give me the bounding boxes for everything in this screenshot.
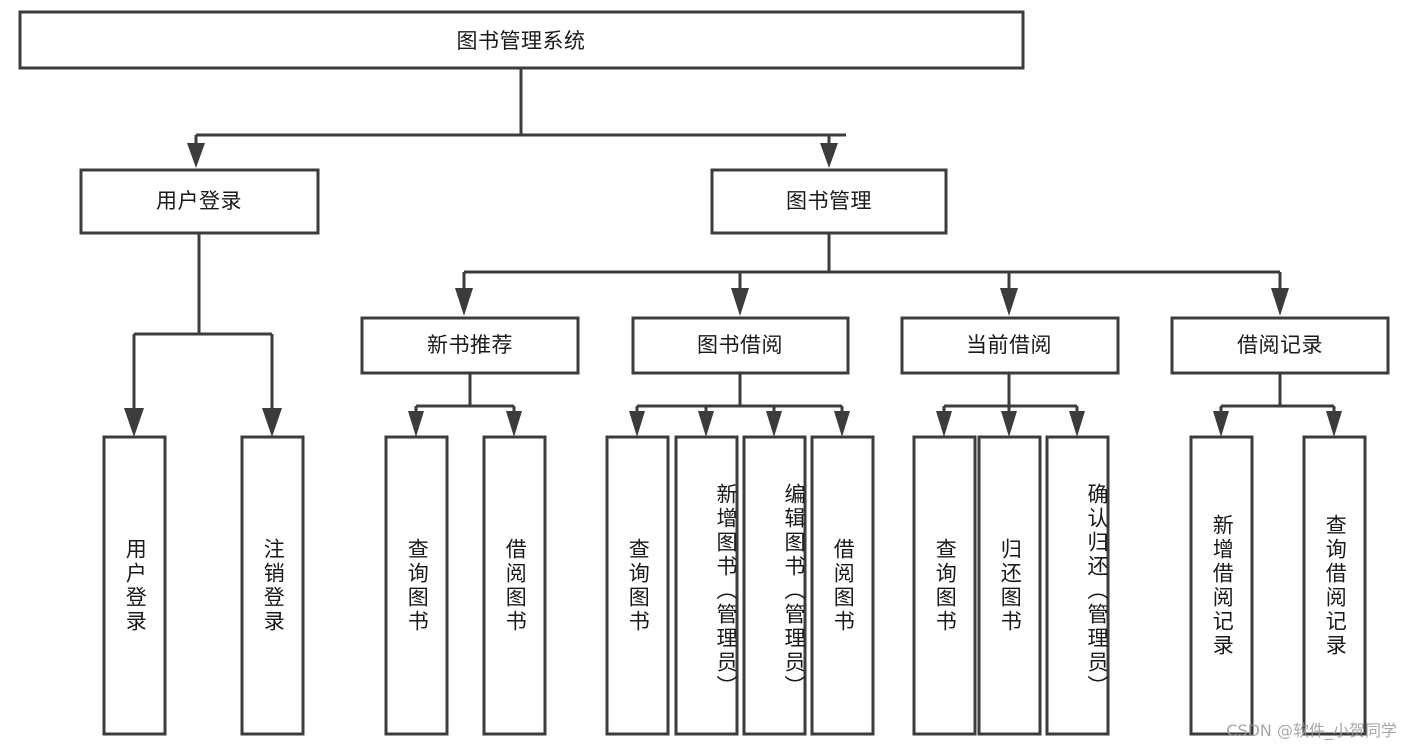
leaf-box-borrow-book-1[interactable] [482, 435, 547, 736]
arrow-head-icon [262, 408, 282, 437]
arrow-head-icon [629, 411, 645, 437]
node-root-label: 图书管理系统 [457, 29, 586, 53]
leaf-box-confirm-return-admin[interactable] [1045, 435, 1110, 736]
connector-root-to-level2 [187, 68, 846, 168]
node-book-management-box[interactable] [710, 168, 948, 235]
connector-user-login-to-leaves [124, 233, 282, 437]
node-current-borrow[interactable]: 当前借阅 [900, 316, 1120, 375]
node-new-book-recommend[interactable]: 新书推荐 [360, 316, 580, 375]
node-user-login-label: 用户登录 [156, 189, 242, 213]
node-book-borrow-label: 图书借阅 [697, 333, 783, 357]
connector-book-mgmt-to-level3 [455, 233, 1289, 316]
leaf-box-add-book-admin[interactable] [674, 435, 739, 736]
arrow-head-icon [1000, 288, 1018, 316]
arrow-head-icon [731, 288, 749, 316]
arrow-head-icon [1069, 411, 1085, 437]
node-book-borrow-box[interactable] [631, 316, 850, 375]
node-book-management[interactable]: 图书管理 [710, 168, 948, 235]
node-borrow-record[interactable]: 借阅记录 [1170, 316, 1390, 375]
arrow-head-icon [455, 288, 473, 316]
node-root-system[interactable]: 图书管理系统 [18, 10, 1025, 70]
arrow-head-icon [187, 143, 205, 168]
leaf-box-borrow-book-2[interactable] [810, 435, 875, 736]
leaf-box-logout[interactable] [240, 435, 305, 736]
arrow-head-icon [1213, 411, 1229, 437]
node-book-management-label: 图书管理 [786, 189, 872, 213]
csdn-watermark: CSDN @软件_小贺同学 [1226, 721, 1397, 740]
connector-new-book-to-leaves [408, 373, 522, 437]
node-root-box[interactable] [18, 10, 1025, 70]
connector-current-borrow-to-leaves [936, 373, 1085, 437]
leaf-box-query-book-1[interactable] [384, 435, 449, 736]
node-user-login-box[interactable] [79, 168, 320, 235]
arrow-head-icon [1001, 411, 1017, 437]
leaf-box-add-borrow-record[interactable] [1189, 435, 1254, 736]
leaf-box-query-book-3[interactable] [912, 435, 977, 736]
arrow-head-icon [698, 411, 714, 437]
leaf-box-edit-book-admin[interactable] [742, 435, 807, 736]
node-new-book-recommend-box[interactable] [360, 316, 580, 375]
connector-book-borrow-to-leaves [629, 373, 850, 437]
leaf-box-return-book[interactable] [977, 435, 1042, 736]
arrow-head-icon [408, 411, 424, 437]
arrow-head-icon [506, 411, 522, 437]
arrow-head-icon [124, 408, 144, 437]
node-user-login[interactable]: 用户登录 [79, 168, 320, 235]
leaf-box-query-borrow-record[interactable] [1302, 435, 1367, 736]
node-borrow-record-box[interactable] [1170, 316, 1390, 375]
arrow-head-icon [820, 143, 838, 168]
connector-borrow-record-to-leaves [1213, 373, 1342, 437]
leaf-box-query-book-2[interactable] [605, 435, 670, 736]
arrow-head-icon [1326, 411, 1342, 437]
node-book-borrow[interactable]: 图书借阅 [631, 316, 850, 375]
arrow-head-icon [936, 411, 952, 437]
arrow-head-icon [766, 411, 782, 437]
node-borrow-record-label: 借阅记录 [1237, 333, 1323, 357]
node-new-book-recommend-label: 新书推荐 [427, 333, 513, 357]
node-current-borrow-box[interactable] [900, 316, 1120, 375]
arrow-head-icon [834, 411, 850, 437]
arrow-head-icon [1271, 288, 1289, 316]
leaf-box-user-login[interactable] [102, 435, 167, 736]
node-current-borrow-label: 当前借阅 [966, 333, 1052, 357]
